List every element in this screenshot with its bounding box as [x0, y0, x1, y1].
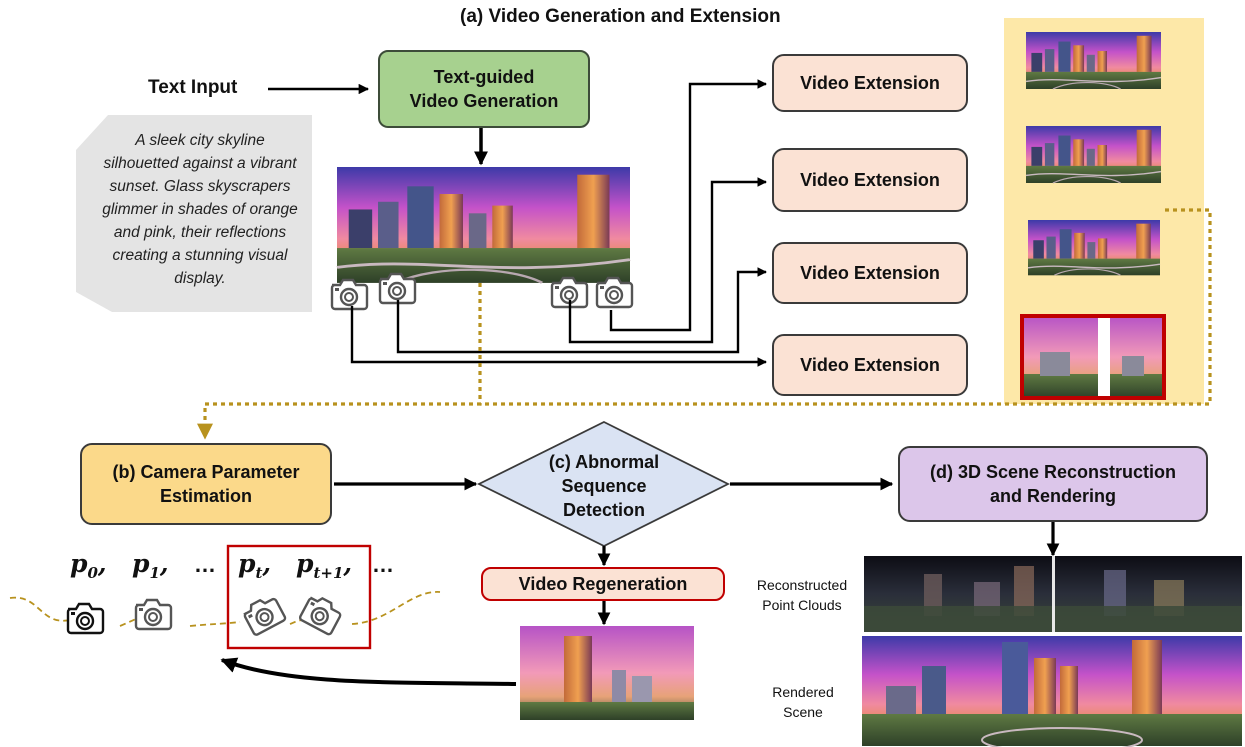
rendered-scene-image: [862, 636, 1242, 747]
regenerated-video-frame: [520, 626, 694, 720]
abnormal-frame: [1020, 314, 1166, 400]
pose-ellipsis: …: [194, 552, 216, 577]
video-extension-box-1: Video Extension: [772, 54, 968, 112]
video-extension-box-4: Video Extension: [772, 334, 968, 396]
video-regeneration-box: Video Regeneration: [481, 567, 725, 601]
regeneration-return-arrow: [220, 657, 517, 686]
extended-frame-2: [1024, 124, 1163, 185]
point-cloud-image: [864, 556, 1242, 632]
pose-label-p1: p1,: [132, 549, 169, 582]
camera-estimation-box: (b) Camera Parameter Estimation: [80, 443, 332, 525]
camera-icon: [297, 591, 345, 637]
camera-icon: [378, 272, 417, 305]
prompt-text: A sleek city skyline silhouetted against…: [102, 132, 298, 287]
pose-label-pt1: pt+1,: [296, 549, 353, 582]
camera-trajectory: [9, 596, 71, 622]
section-a-title: (a) Video Generation and Extension: [460, 6, 781, 27]
connector-ext-4: [350, 306, 767, 367]
prompt-callout: [76, 115, 312, 312]
camera-icon: [240, 592, 288, 637]
text-guided-generation-box: Text-guided Video Generation: [378, 50, 590, 128]
camera-icon: [134, 598, 173, 631]
connector-ext-3: [396, 267, 767, 354]
video-extension-box-3: Video Extension: [772, 242, 968, 304]
pose-label-pt: pt,: [238, 549, 272, 582]
abnormal-pose-highlight: [226, 544, 372, 650]
extended-frame-1: [1024, 30, 1163, 91]
generated-video-frame: [337, 167, 630, 283]
camera-icon: [330, 278, 369, 311]
camera-trajectory: [189, 621, 241, 627]
connector-ext-1: [609, 79, 767, 332]
text-input-label: Text Input: [148, 77, 238, 98]
rendered-scene-label: Rendered Scene: [772, 684, 834, 720]
camera-icon: [66, 602, 105, 635]
extended-frame-3: [1027, 219, 1161, 277]
camera-trajectory: [351, 591, 441, 625]
point-clouds-label: Reconstructed Point Clouds: [756, 577, 848, 613]
dashed-panel-path: [480, 208, 1212, 406]
video-extension-box-2: Video Extension: [772, 148, 968, 212]
abnormal-detection-label: (c) Abnormal Sequence Detection: [548, 452, 660, 520]
pose-label-p0: p0,: [70, 549, 107, 582]
dashed-feedback-path: [197, 283, 482, 440]
reconstruction-box: (d) 3D Scene Reconstruction and Renderin…: [898, 446, 1208, 522]
pose-ellipsis: …: [372, 552, 394, 577]
connector-ext-2: [568, 177, 767, 344]
camera-icon: [595, 276, 634, 309]
